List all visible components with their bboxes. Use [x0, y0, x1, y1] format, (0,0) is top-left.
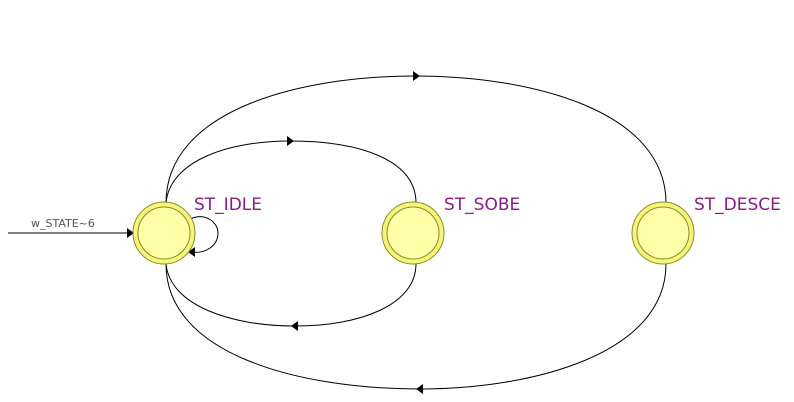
state-sobe-inner-circle[interactable] — [386, 206, 440, 260]
arrowhead-idle-sobe — [287, 136, 294, 146]
state-idle-inner-circle[interactable] — [137, 206, 191, 260]
edge-desce-idle[interactable] — [165, 263, 667, 390]
transition-desce-to-idle[interactable] — [165, 263, 667, 394]
edge-idle-self[interactable] — [189, 216, 219, 253]
state-idle-label: ST_IDLE — [194, 195, 262, 215]
transition-idle-self-loop[interactable] — [188, 216, 219, 257]
reset-label: w_STATE~6 — [31, 217, 95, 230]
edge-idle-sobe[interactable] — [165, 140, 417, 204]
state-st-desce[interactable]: ST_DESCE — [631, 195, 781, 265]
state-st-idle[interactable]: ST_IDLE — [132, 195, 262, 265]
state-sobe-label: ST_SOBE — [444, 195, 520, 215]
arrowhead-idle-self — [188, 247, 195, 257]
transition-idle-to-sobe[interactable] — [165, 136, 417, 204]
state-desce-label: ST_DESCE — [694, 195, 781, 215]
reset-transition: w_STATE~6 — [8, 217, 134, 238]
arrowhead-idle-desce — [413, 71, 420, 81]
arrowhead-desce-idle — [416, 384, 423, 394]
edge-idle-desce[interactable] — [165, 75, 667, 204]
state-desce-inner-circle[interactable] — [636, 206, 690, 260]
state-st-sobe[interactable]: ST_SOBE — [381, 195, 520, 265]
reset-arrowhead — [127, 228, 134, 238]
edge-sobe-idle[interactable] — [165, 263, 417, 327]
arrowhead-sobe-idle — [291, 321, 298, 331]
transition-idle-to-desce[interactable] — [165, 71, 667, 204]
transition-sobe-to-idle[interactable] — [165, 263, 417, 331]
